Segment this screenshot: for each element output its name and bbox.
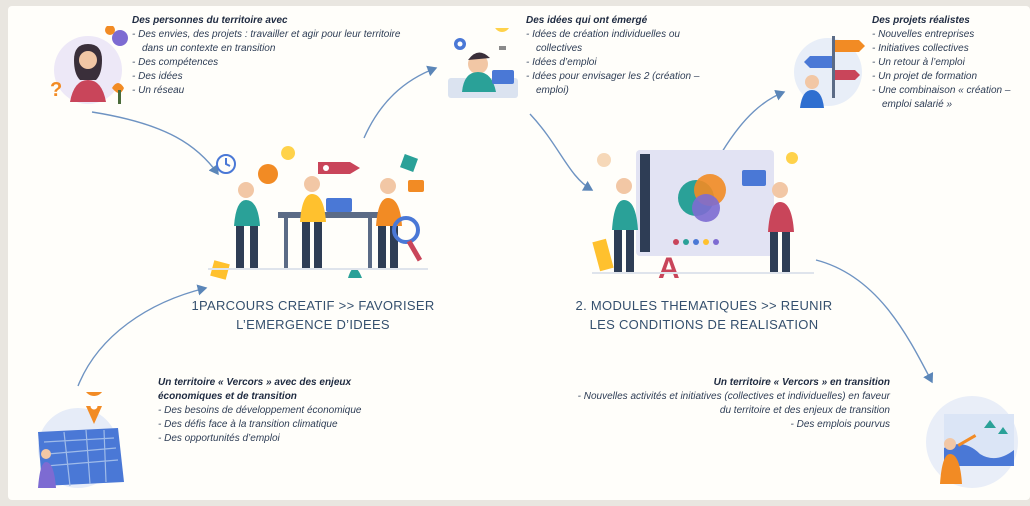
transition-list: Nouvelles activités et initiatives (coll… [574,390,890,432]
list-item: Des emplois pourvus [574,418,890,432]
people-list: Des envies, des projets : travailler et … [132,28,402,98]
signpost-illustration [794,36,865,108]
stage2-title-line2: LES CONDITIONS DE REALISATION [589,317,819,332]
list-item: Idées d’emploi [526,56,726,70]
list-item: Une combinaison « création – emploi sala… [872,84,1028,112]
territory-map-illustration [38,392,124,488]
svg-text:A: A [658,252,680,282]
list-item: Des compétences [132,56,402,70]
diagram-canvas: ? [8,6,1030,500]
list-item: Des idées [132,70,402,84]
transition-text-block: Un territoire « Vercors » en transition … [574,376,890,432]
transition-heading: Un territoire « Vercors » en transition [713,377,890,388]
list-item: Des opportunités d’emploi [158,432,428,446]
territory-heading-line1: Un territoire « Vercors » avec des enjeu… [158,377,352,388]
flow-arrows [77,65,934,387]
list-item: Des envies, des projets : travailler et … [132,28,402,56]
person-ideas-illustration: ? [50,26,128,104]
list-item: Un projet de formation [872,70,1028,84]
list-item: Des besoins de développement économique [158,404,428,418]
stage1-title: 1PARCOURS CREATIF >> FAVORISER L’EMERGEN… [178,296,448,334]
list-item: Idées de création individuelles ou colle… [526,28,726,56]
ideas-text-block: Des idées qui ont émergé Idées de créati… [526,14,726,98]
modules-board-illustration: A [592,150,814,282]
list-item: Nouvelles entreprises [872,28,1028,42]
people-text-block: Des personnes du territoire avec Des env… [132,14,402,98]
arrow-modules-to-transition [815,259,934,384]
svg-text:?: ? [50,79,62,101]
territory-heading-line2: économiques et de transition [158,391,297,402]
territory-list: Des besoins de développement économique … [158,404,428,446]
arrow-modules-to-projects [721,89,786,153]
projects-heading: Des projets réalistes [872,15,970,26]
list-item: Un retour à l’emploi [872,56,1028,70]
list-item: Nouvelles activités et initiatives (coll… [574,390,890,418]
arrow-territory-to-creative [77,284,208,387]
stage2-title: 2. MODULES THEMATIQUES >> REUNIR LES CON… [554,296,854,334]
list-item: Des défis face à la transition climatiqu… [158,418,428,432]
stage1-title-line2: L’EMERGENCE D’IDEES [236,317,390,332]
creative-team-illustration [208,146,428,280]
thinking-person-illustration [448,28,518,98]
stage2-title-line1: 2. MODULES THEMATIQUES >> REUNIR [575,298,833,313]
ideas-list: Idées de création individuelles ou colle… [526,28,726,98]
arrow-ideas-to-modules [529,113,594,191]
stage1-title-line1: 1PARCOURS CREATIF >> FAVORISER [191,298,435,313]
arrow-people-to-creative [91,111,219,176]
list-item: Initiatives collectives [872,42,1028,56]
projects-text-block: Des projets réalistes Nouvelles entrepri… [872,14,1028,112]
territory-text-block: Un territoire « Vercors » avec des enjeu… [158,376,428,446]
ideas-heading: Des idées qui ont émergé [526,15,648,26]
list-item: Idées pour envisager les 2 (création – e… [526,70,726,98]
transition-map-illustration [926,396,1018,488]
people-heading: Des personnes du territoire avec [132,15,288,26]
projects-list: Nouvelles entreprises Initiatives collec… [872,28,1028,112]
list-item: Un réseau [132,84,402,98]
